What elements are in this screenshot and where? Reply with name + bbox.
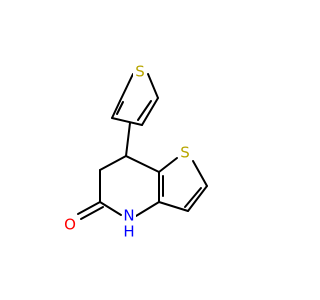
bond-carbonyl-2 (80, 206, 104, 220)
bond-top-c3-c4 (111, 117, 143, 126)
oxygen-label: O (64, 216, 76, 234)
bond-top-c2-c3 (141, 97, 159, 126)
bond-top-double-1 (137, 100, 152, 121)
nitrogen-bg (122, 207, 136, 235)
bond-c7-c8 (99, 155, 127, 171)
sulfur-top-label: S (135, 63, 145, 81)
nitrogen-h-label: H (123, 223, 134, 241)
bond-top-double-2 (116, 101, 124, 115)
bond-fused-c11-s (158, 157, 178, 173)
bond-carbonyl-1 (77, 201, 101, 215)
bond-top-c4-c1 (111, 100, 121, 119)
bond-c9-n (99, 201, 122, 216)
sulfur-ring-label: S (180, 144, 190, 162)
bond-fused-s-c12 (192, 160, 208, 187)
bond-fused-c13-c10 (158, 201, 189, 212)
oxygen-bg (63, 215, 77, 233)
nitrogen-label: N (123, 207, 134, 225)
sulfur-top-bg (133, 62, 147, 80)
sulfur-ring-bg (178, 143, 192, 161)
bond-top-s-c1 (119, 73, 134, 102)
bond-c11-c7 (125, 155, 160, 173)
bond-n-c10 (135, 201, 160, 217)
bond-fused-c12-c13 (187, 185, 208, 212)
bond-fused-double-1 (184, 187, 202, 208)
molecule-canvas: S S O N H (63, 62, 208, 241)
bond-top-s-c2 (147, 73, 159, 99)
molecule-structure: S S O N H (63, 62, 208, 241)
bond-ring-link (125, 122, 131, 157)
